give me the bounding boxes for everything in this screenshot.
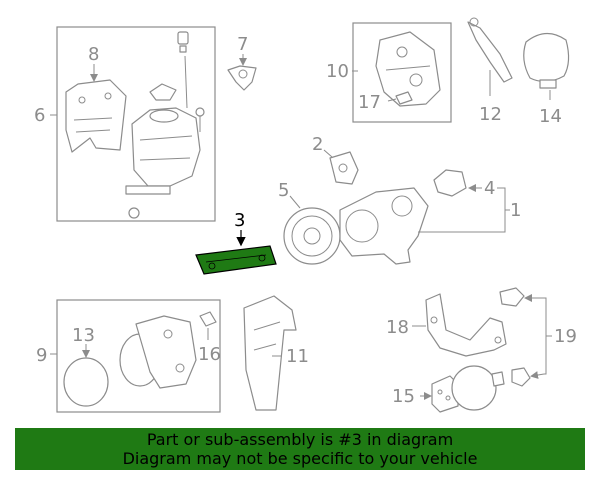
group-box-6 [56,26,216,222]
banner-line-1: Part or sub-assembly is #3 in diagram [146,430,454,449]
callout-12: 12 [479,104,502,125]
info-banner: Part or sub-assembly is #3 in diagram Di… [15,428,585,470]
support-bracket-part [467,21,513,83]
group-box-10 [352,22,452,123]
banner-line-2: Diagram may not be specific to your vehi… [122,449,478,468]
pump-bracket-part [375,31,441,107]
brake-booster-group [50,299,221,413]
callout-13: 13 [72,325,95,346]
reservoir-tank-part [131,107,201,187]
callout-16: 16 [198,344,221,365]
callout-6: 6 [34,105,45,126]
booster-part-15 [451,365,497,411]
bracket-part-3 [195,245,277,275]
highlighted-bracket-group [195,230,277,275]
pump-bracket-group [352,22,452,123]
gasket-plate-part [329,151,359,185]
reservoir-cap-part [433,169,467,197]
callout-9: 9 [36,345,47,366]
callout-19: 19 [554,326,577,347]
grommet-part-19b [511,367,531,387]
callout-2: 2 [312,134,323,155]
grommet-part-19a [499,287,525,307]
callout-17: 17 [358,92,381,113]
callout-1: 1 [510,200,521,221]
callout-11: 11 [286,346,309,367]
power-steering-pump-group [283,169,510,265]
callout-10: 10 [326,61,349,82]
booster-diaphragm-part [63,357,109,407]
heat-shield-part [65,79,127,153]
bracket-part-11 [243,295,297,411]
callout-3: 3 [234,210,245,231]
callout-18: 18 [386,317,409,338]
callout-14: 14 [539,106,562,127]
callout-8: 8 [88,44,99,65]
pump-body-part [339,187,429,265]
reservoir-assembly-group [50,26,216,222]
mounting-bracket-part-18 [425,293,507,357]
group-box-9 [56,299,221,413]
accumulator-part [523,32,570,83]
master-cylinder-part [431,375,459,413]
callout-7: 7 [237,34,248,55]
callout-15: 15 [392,386,415,407]
valve-housing-part [135,315,197,389]
callout-4: 4 [484,178,495,199]
callout-5: 5 [278,180,289,201]
